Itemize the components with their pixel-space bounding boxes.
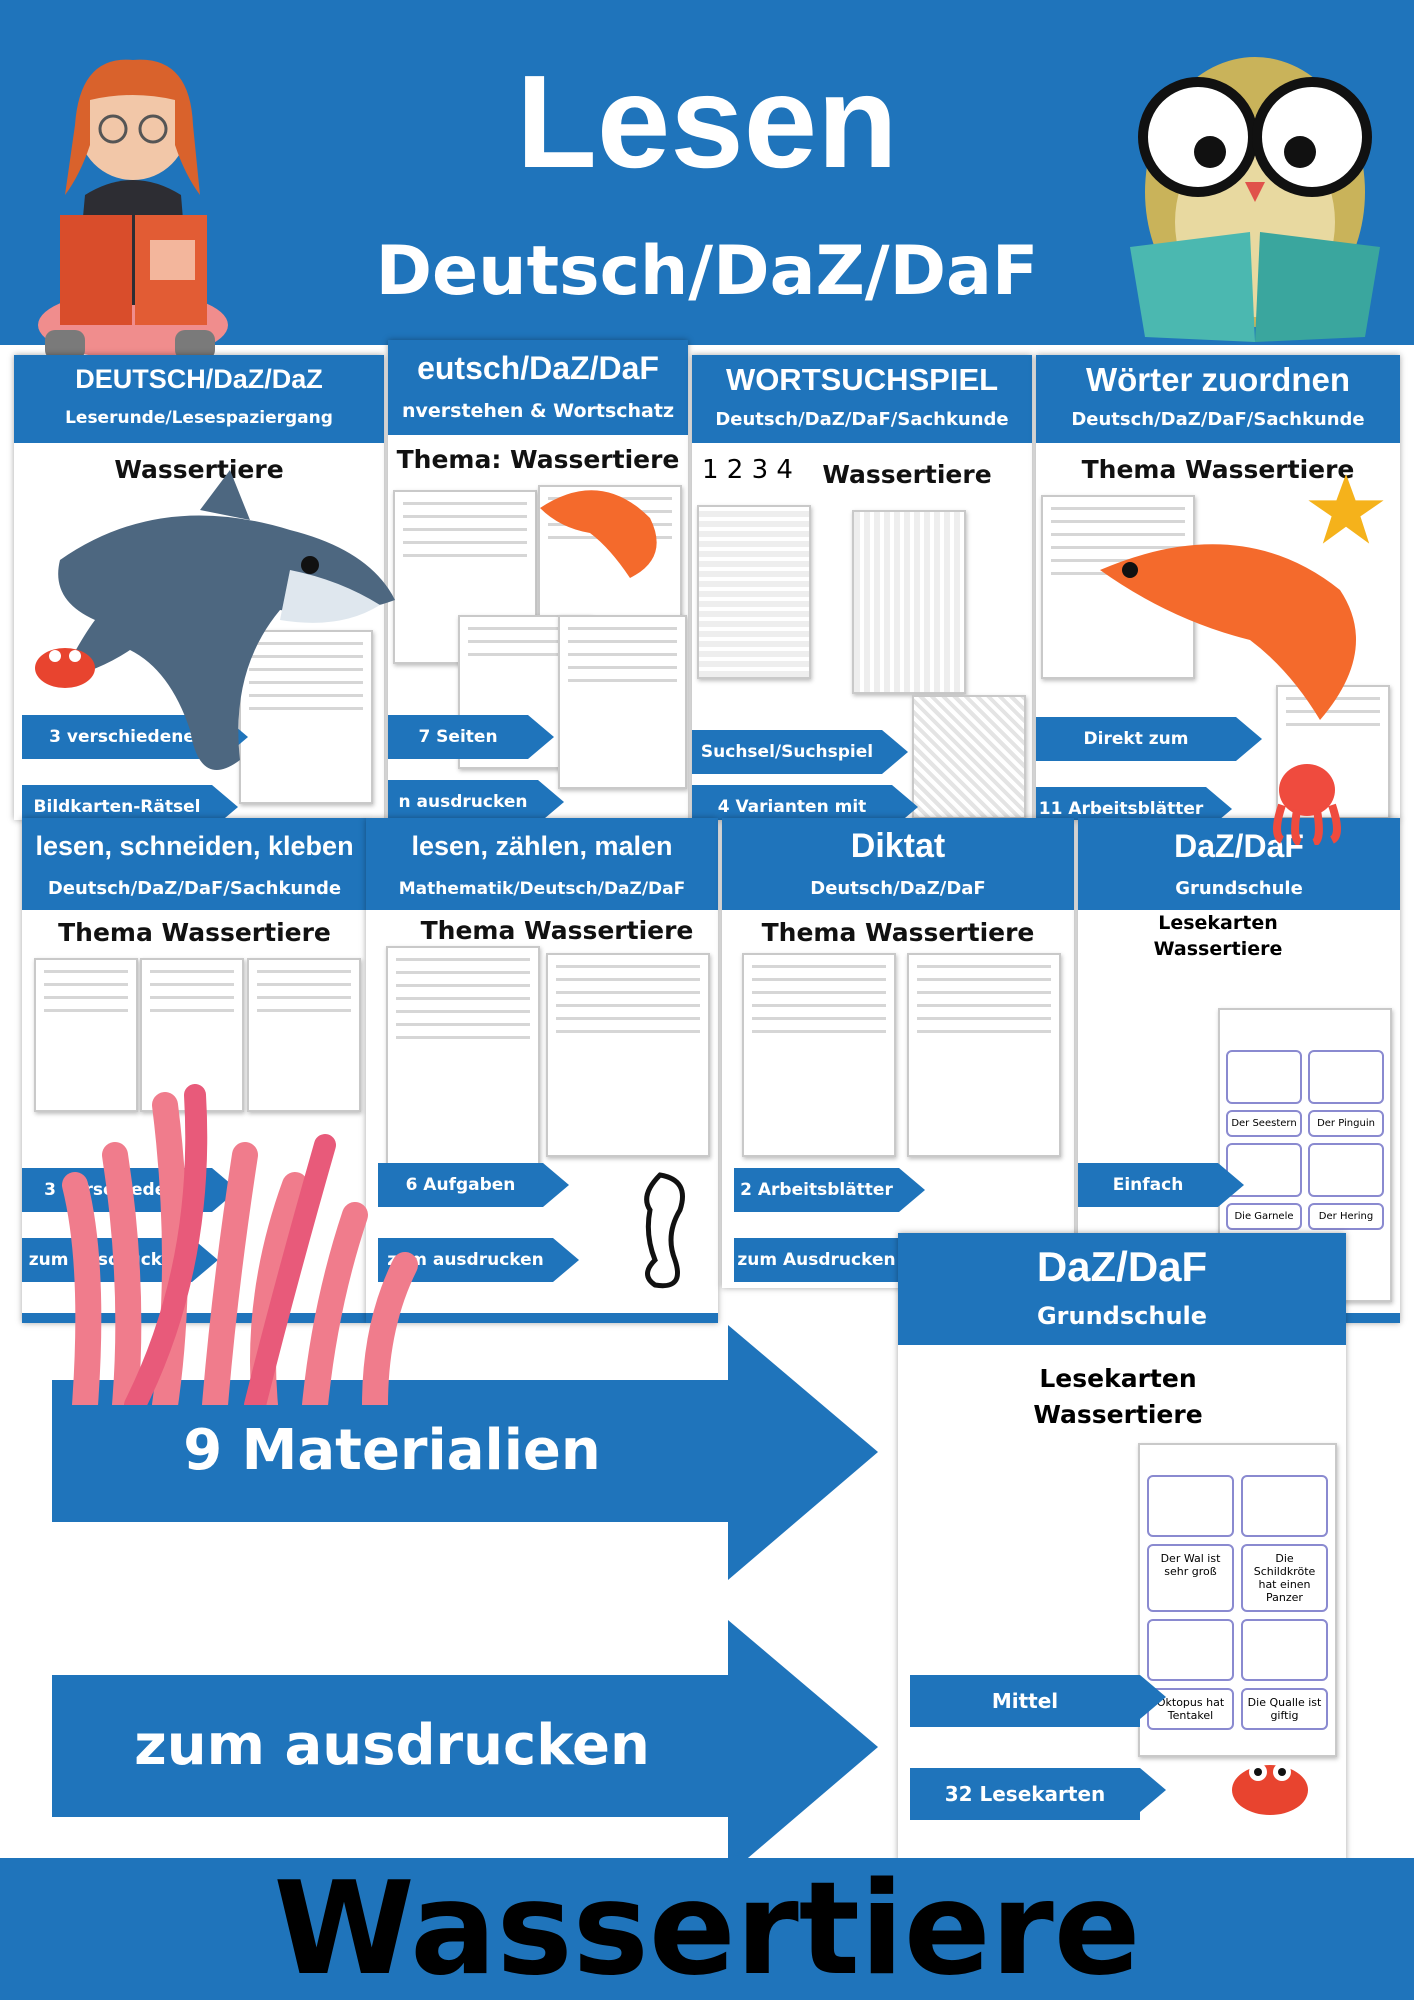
card-subtitle: Deutsch/DaZ/DaF <box>810 878 986 899</box>
card-theme: Lesekarten Wassertiere <box>998 1361 1238 1433</box>
card-lesekarten-mittel[interactable]: DaZ/DaF Grundschule Lesekarten Wassertie… <box>898 1233 1346 1873</box>
card-title: WORTSUCHSPIEL <box>725 362 999 397</box>
wordsearch-thumbnail <box>912 695 1026 819</box>
feature-tag: n ausdrucken <box>388 780 564 820</box>
shark-icon <box>58 470 395 770</box>
lesekarte-label: Der Seestern <box>1226 1110 1302 1137</box>
card-leseverstehen[interactable]: eutsch/DaZ/DaF nverstehen & Wortschatz T… <box>388 340 688 820</box>
card-header: WORTSUCHSPIEL Deutsch/DaZ/DaF/Sachkunde <box>692 355 1032 443</box>
card-theme: Thema Wassertiere <box>1081 455 1355 484</box>
wordsearch-thumbnail <box>697 505 811 679</box>
feature-tag: 4 Varianten mit Lösung <box>692 785 918 820</box>
page-subtitle: Deutsch/DaZ/DaF <box>375 232 1039 311</box>
page-title: Lesen <box>516 48 898 195</box>
card-theme-line2: Wassertiere <box>1033 1400 1203 1429</box>
feature-tag: Mittel <box>910 1675 1166 1727</box>
feature-tag: 7 Seiten <box>388 715 554 759</box>
shrimp-icon <box>1100 544 1356 720</box>
card-footer-band <box>22 1313 367 1323</box>
card-title: DaZ/DaF <box>1036 1243 1208 1290</box>
card-theme: Thema: Wassertiere <box>396 445 680 474</box>
card-wortsuchspiel[interactable]: WORTSUCHSPIEL Deutsch/DaZ/DaF/Sachkunde … <box>692 355 1032 820</box>
lesekarte-label: Der Wal ist sehr groß <box>1147 1544 1234 1612</box>
card-header: DEUTSCH/DaZ/DaZ Leserunde/Lesespaziergan… <box>14 355 384 443</box>
card-header: lesen, zählen, malen Mathematik/Deutsch/… <box>366 818 718 910</box>
crab-icon <box>35 648 95 688</box>
card-header: DaZ/DaF Grundschule <box>898 1233 1346 1345</box>
card-header: Wörter zuordnen Deutsch/DaZ/DaF/Sachkund… <box>1036 355 1400 443</box>
feature-tag: Suchsel/Suchspiel <box>692 730 908 774</box>
lesekarten-sheet: Der Wal ist sehr groß Die Schildkröte ha… <box>1138 1443 1337 1757</box>
feature-tag: 2 Arbeitsblätter <box>734 1168 925 1212</box>
card-theme: Lesekarten Wassertiere <box>1153 912 1283 960</box>
footer-title: Wassertiere <box>273 1855 1141 2004</box>
card-lesekarten-einfach[interactable]: DaZ/DaF Grundschule Lesekarten Wassertie… <box>1078 818 1400 1323</box>
card-title: DEUTSCH/DaZ/DaZ <box>75 364 323 394</box>
seahorse-icon <box>644 1172 685 1289</box>
feature-tag: Bildkarten-Rätsel <box>22 785 238 820</box>
girl-reading-icon <box>38 59 228 360</box>
shrimp-icon <box>540 490 657 578</box>
footer-band <box>0 1858 1414 2000</box>
card-theme: Thema Wassertiere <box>761 918 1035 947</box>
card-subtitle: Deutsch/DaZ/DaF/Sachkunde <box>47 878 342 899</box>
card-theme-line1: Lesekarten <box>1039 1364 1197 1393</box>
card-subtitle: Deutsch/DaZ/DaF/Sachkunde <box>715 409 1009 430</box>
worksheet-thumbnail <box>546 953 710 1157</box>
card-title: Wörter zuordnen <box>1086 361 1350 398</box>
feature-tag: 11 Arbeitsblätter <box>1036 787 1232 820</box>
card-diktat[interactable]: Diktat Deutsch/DaZ/DaF Thema Wassertiere… <box>722 818 1074 1288</box>
card-header: eutsch/DaZ/DaF nverstehen & Wortschatz <box>388 340 688 435</box>
worksheet-thumbnail <box>247 958 361 1112</box>
lesekarte-label: Der Pinguin <box>1308 1110 1384 1137</box>
feature-tag: zum Ausdrucken <box>734 1238 925 1282</box>
card-theme: Wassertiere <box>114 455 284 484</box>
worksheet-thumbnail <box>907 953 1061 1157</box>
lesekarte-label: Die Qualle ist giftig <box>1241 1688 1328 1730</box>
variant-numbers: 1 2 3 4 <box>702 455 793 485</box>
card-lesen-zaehlen-malen[interactable]: lesen, zählen, malen Mathematik/Deutsch/… <box>366 818 718 1323</box>
card-subtitle: nverstehen & Wortschatz <box>401 400 675 422</box>
card-theme: Thema Wassertiere <box>420 916 694 945</box>
card-header: DaZ/DaF Grundschule <box>1078 818 1400 910</box>
card-header: Diktat Deutsch/DaZ/DaF <box>722 818 1074 910</box>
worksheet-thumbnail <box>239 630 373 804</box>
lesekarte-label: Oktopus hat Tentakel <box>1147 1688 1234 1730</box>
wordsearch-thumbnail <box>852 510 966 694</box>
card-theme: Thema Wassertiere <box>58 918 331 947</box>
card-theme: Wassertiere <box>822 460 992 489</box>
print-arrow: zum ausdrucken <box>52 1675 732 1817</box>
owl-reading-icon <box>1130 57 1380 342</box>
lesekarte-label: Der Hering <box>1308 1203 1384 1230</box>
worksheet-thumbnail <box>386 946 540 1165</box>
lesekarte-label: Die Schildkröte hat einen Panzer <box>1241 1544 1328 1612</box>
card-subtitle: Deutsch/DaZ/DaF/Sachkunde <box>1071 409 1365 430</box>
card-subtitle: Leserunde/Lesespaziergang <box>65 408 333 428</box>
worksheet-thumbnail <box>34 958 138 1112</box>
arrow-head-1 <box>728 1325 878 1580</box>
card-title: lesen, zählen, malen <box>411 831 673 861</box>
card-subtitle: Mathematik/Deutsch/DaZ/DaF <box>398 879 686 899</box>
feature-tag: 6 Aufgaben <box>378 1163 569 1207</box>
starfish-icon <box>1308 474 1384 544</box>
card-title: DaZ/DaF <box>1174 828 1304 864</box>
feature-tag: Einfach <box>1078 1163 1244 1207</box>
arrow-head-2 <box>728 1620 878 1875</box>
card-title: Diktat <box>850 827 946 865</box>
coral-icon <box>62 1084 418 1405</box>
card-header: lesen, schneiden, kleben Deutsch/DaZ/DaF… <box>22 818 367 910</box>
card-subtitle: Grundschule <box>1036 1302 1208 1330</box>
card-footer-band <box>366 1313 718 1323</box>
crab-icon <box>1232 1763 1308 1815</box>
feature-tag: 32 Lesekarten <box>910 1768 1166 1820</box>
card-title: lesen, schneiden, kleben <box>35 831 354 861</box>
card-lesen-schneiden-kleben[interactable]: lesen, schneiden, kleben Deutsch/DaZ/DaF… <box>22 818 367 1323</box>
worksheet-thumbnail <box>742 953 896 1157</box>
lesekarte-label: Die Garnele <box>1226 1203 1302 1230</box>
card-subtitle: Grundschule <box>1175 878 1303 899</box>
card-title: eutsch/DaZ/DaF <box>417 350 659 386</box>
worksheet-thumbnail <box>558 615 687 789</box>
octopus-icon <box>1273 764 1341 845</box>
